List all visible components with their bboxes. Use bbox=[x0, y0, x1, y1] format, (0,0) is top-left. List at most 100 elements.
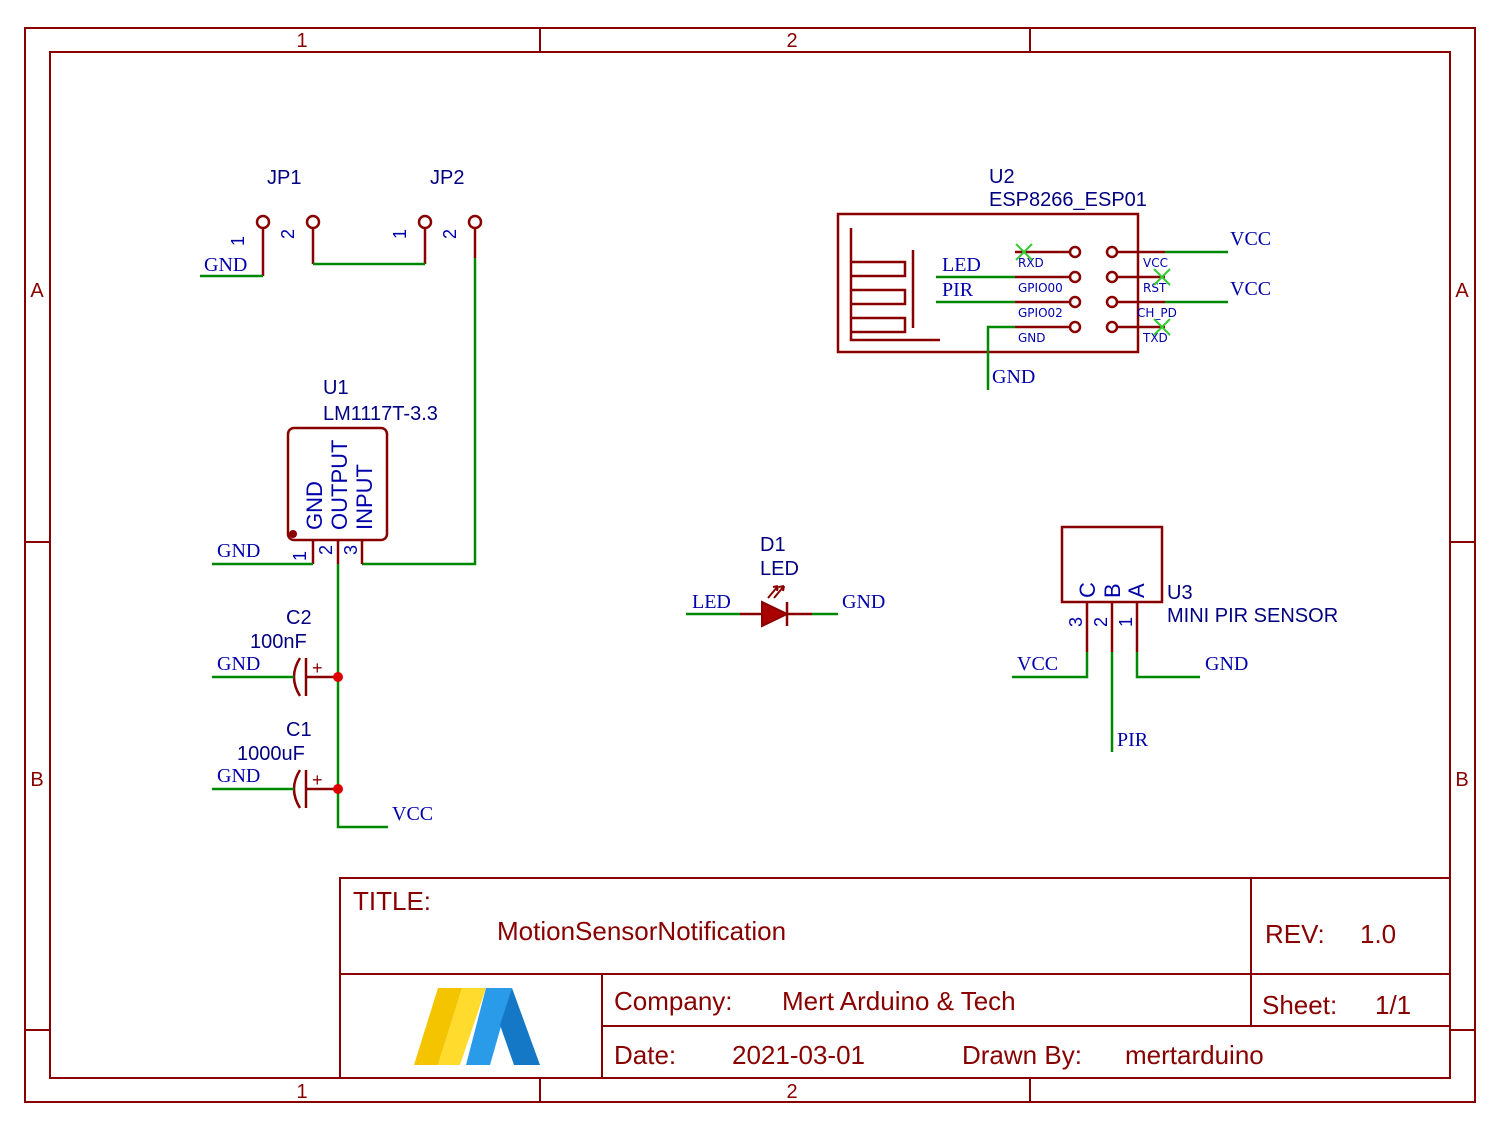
u3-pin3-num: 3 bbox=[1066, 617, 1086, 627]
company-value: Mert Arduino & Tech bbox=[782, 986, 1016, 1016]
u2-pin-vcc: VCC bbox=[1143, 256, 1168, 270]
u2-pad-txd bbox=[1105, 320, 1119, 334]
net-label-pir-u2: PIR bbox=[942, 279, 974, 301]
jp2-pin2-num: 2 bbox=[440, 229, 460, 239]
row-label-right-b: B bbox=[1455, 769, 1468, 791]
u1-pin-input: INPUT bbox=[352, 464, 377, 530]
u1-pin3-num: 3 bbox=[341, 545, 361, 555]
u2-pad-gpio00 bbox=[1068, 270, 1082, 284]
frame-labels: 1 2 1 2 A B A B bbox=[30, 30, 1469, 1103]
u2-pad-gpio02 bbox=[1068, 295, 1082, 309]
u3-pin-a: A bbox=[1124, 583, 1149, 598]
led-triangle-icon bbox=[761, 600, 790, 628]
u1-value: LM1117T-3.3 bbox=[323, 403, 438, 425]
u3-pin-c: C bbox=[1075, 582, 1100, 598]
mert-arduino-logo-icon bbox=[414, 988, 540, 1065]
company-label: Company: bbox=[614, 986, 733, 1016]
net-label-gnd-c2: GND bbox=[217, 653, 260, 675]
c1-plate-curved bbox=[292, 769, 302, 809]
vcc-rail-wire bbox=[336, 564, 388, 829]
u1-pin-output: OUTPUT bbox=[327, 440, 352, 530]
u1-pin1-dot bbox=[289, 530, 297, 538]
led-emission-arrows-icon bbox=[767, 585, 785, 599]
u2-pin-rxd: RXD bbox=[1018, 256, 1044, 270]
row-label-right-a: A bbox=[1455, 280, 1469, 302]
u3-pin2-num: 2 bbox=[1091, 617, 1111, 627]
u2-antenna-icon bbox=[849, 228, 940, 342]
u2-pad-rxd bbox=[1068, 245, 1082, 259]
jp2-jumper[interactable]: JP2 1 2 bbox=[390, 167, 483, 264]
u2-pad-gnd bbox=[1068, 320, 1082, 334]
d1-ref: D1 bbox=[760, 534, 786, 556]
c1-value: 1000uF bbox=[237, 743, 305, 765]
u1-pin2-num: 2 bbox=[316, 545, 336, 555]
col-label-top-2: 2 bbox=[786, 30, 797, 52]
u2-pad-chpd bbox=[1105, 295, 1119, 309]
sheet-value: 1/1 bbox=[1375, 990, 1411, 1020]
u2-esp8266[interactable]: U2 ESP8266_ESP01 RXD GPIO00 GPIO02 GND V… bbox=[836, 166, 1177, 354]
date-label: Date: bbox=[614, 1040, 676, 1070]
d1-value: LED bbox=[760, 558, 799, 580]
jp2-pad-2 bbox=[467, 214, 483, 230]
col-label-bottom-1: 1 bbox=[296, 1081, 307, 1103]
u2-value: ESP8266_ESP01 bbox=[989, 189, 1147, 211]
u2-pin-rst: RST bbox=[1143, 281, 1167, 295]
u2-pin-gnd: GND bbox=[1018, 331, 1046, 345]
title-block bbox=[339, 877, 1451, 1079]
jp1-jumper[interactable]: JP1 1 2 bbox=[228, 167, 321, 276]
jp1-ref: JP1 bbox=[267, 167, 301, 189]
c2-plate-curved bbox=[292, 657, 302, 697]
jp1-pad-2 bbox=[305, 214, 321, 230]
u1-regulator[interactable]: U1 LM1117T-3.3 GND OUTPUT INPUT 1 2 3 bbox=[286, 377, 438, 564]
rst-noconnect-icon bbox=[1153, 268, 1171, 286]
net-label-vcc-u2-b: VCC bbox=[1230, 278, 1271, 300]
net-label-gnd-d1: GND bbox=[842, 591, 885, 613]
c1-ref: C1 bbox=[286, 719, 312, 741]
c2-ref: C2 bbox=[286, 607, 312, 629]
u3-wires bbox=[1012, 652, 1200, 752]
u3-value: MINI PIR SENSOR bbox=[1167, 605, 1338, 627]
rev-value: 1.0 bbox=[1360, 919, 1396, 949]
net-label-gnd-jp1: GND bbox=[204, 254, 247, 276]
net-label-pir-u3: PIR bbox=[1117, 729, 1149, 751]
c2-junction bbox=[333, 672, 343, 682]
jp2-pad-1 bbox=[417, 214, 433, 230]
u2-pin-gpio00: GPIO00 bbox=[1018, 281, 1063, 295]
title-label: TITLE: bbox=[353, 886, 431, 916]
drawn-label: Drawn By: bbox=[962, 1040, 1082, 1070]
u2-pin-txd: TXD bbox=[1142, 331, 1168, 345]
net-label-vcc-u2-a: VCC bbox=[1230, 228, 1271, 250]
c2-value: 100nF bbox=[250, 631, 307, 653]
jumper-wires bbox=[200, 258, 477, 566]
d1-led[interactable]: D1 LED bbox=[740, 534, 812, 628]
net-label-gnd-u1: GND bbox=[217, 540, 260, 562]
u3-ref: U3 bbox=[1167, 582, 1193, 604]
jp1-pin2-num: 2 bbox=[278, 229, 298, 239]
net-label-gnd-u3: GND bbox=[1205, 653, 1248, 675]
drawn-value: mertarduino bbox=[1125, 1040, 1264, 1070]
title-block-text: TITLE: MotionSensorNotification REV: 1.0… bbox=[353, 886, 1411, 1070]
u1-pin-gnd: GND bbox=[302, 481, 327, 530]
net-label-gnd-u2: GND bbox=[992, 366, 1035, 388]
net-label-vcc-u3: VCC bbox=[1017, 653, 1058, 675]
u3-pir-sensor[interactable]: C B A 3 2 1 U3 MINI PIR SENSOR bbox=[1060, 525, 1338, 652]
u2-pad-rst bbox=[1105, 270, 1119, 284]
c1-junction bbox=[333, 784, 343, 794]
row-label-left-a: A bbox=[30, 280, 44, 302]
txd-noconnect-icon bbox=[1153, 318, 1171, 336]
net-label-gnd-c1: GND bbox=[217, 765, 260, 787]
u3-pin-b: B bbox=[1100, 583, 1125, 598]
date-value: 2021-03-01 bbox=[732, 1040, 865, 1070]
title-value: MotionSensorNotification bbox=[497, 916, 786, 946]
u1-pin1-num: 1 bbox=[290, 551, 310, 561]
u2-pad-vcc bbox=[1105, 245, 1119, 259]
c2-polarity: + bbox=[312, 658, 323, 678]
col-label-bottom-2: 2 bbox=[786, 1081, 797, 1103]
c2-capacitor[interactable]: C2 100nF + bbox=[250, 607, 343, 697]
u3-pin1-num: 1 bbox=[1116, 617, 1136, 627]
rev-label: REV: bbox=[1265, 919, 1325, 949]
jp1-pad-1 bbox=[255, 214, 271, 230]
u1-ref: U1 bbox=[323, 377, 349, 399]
c1-capacitor[interactable]: C1 1000uF + bbox=[237, 719, 343, 809]
